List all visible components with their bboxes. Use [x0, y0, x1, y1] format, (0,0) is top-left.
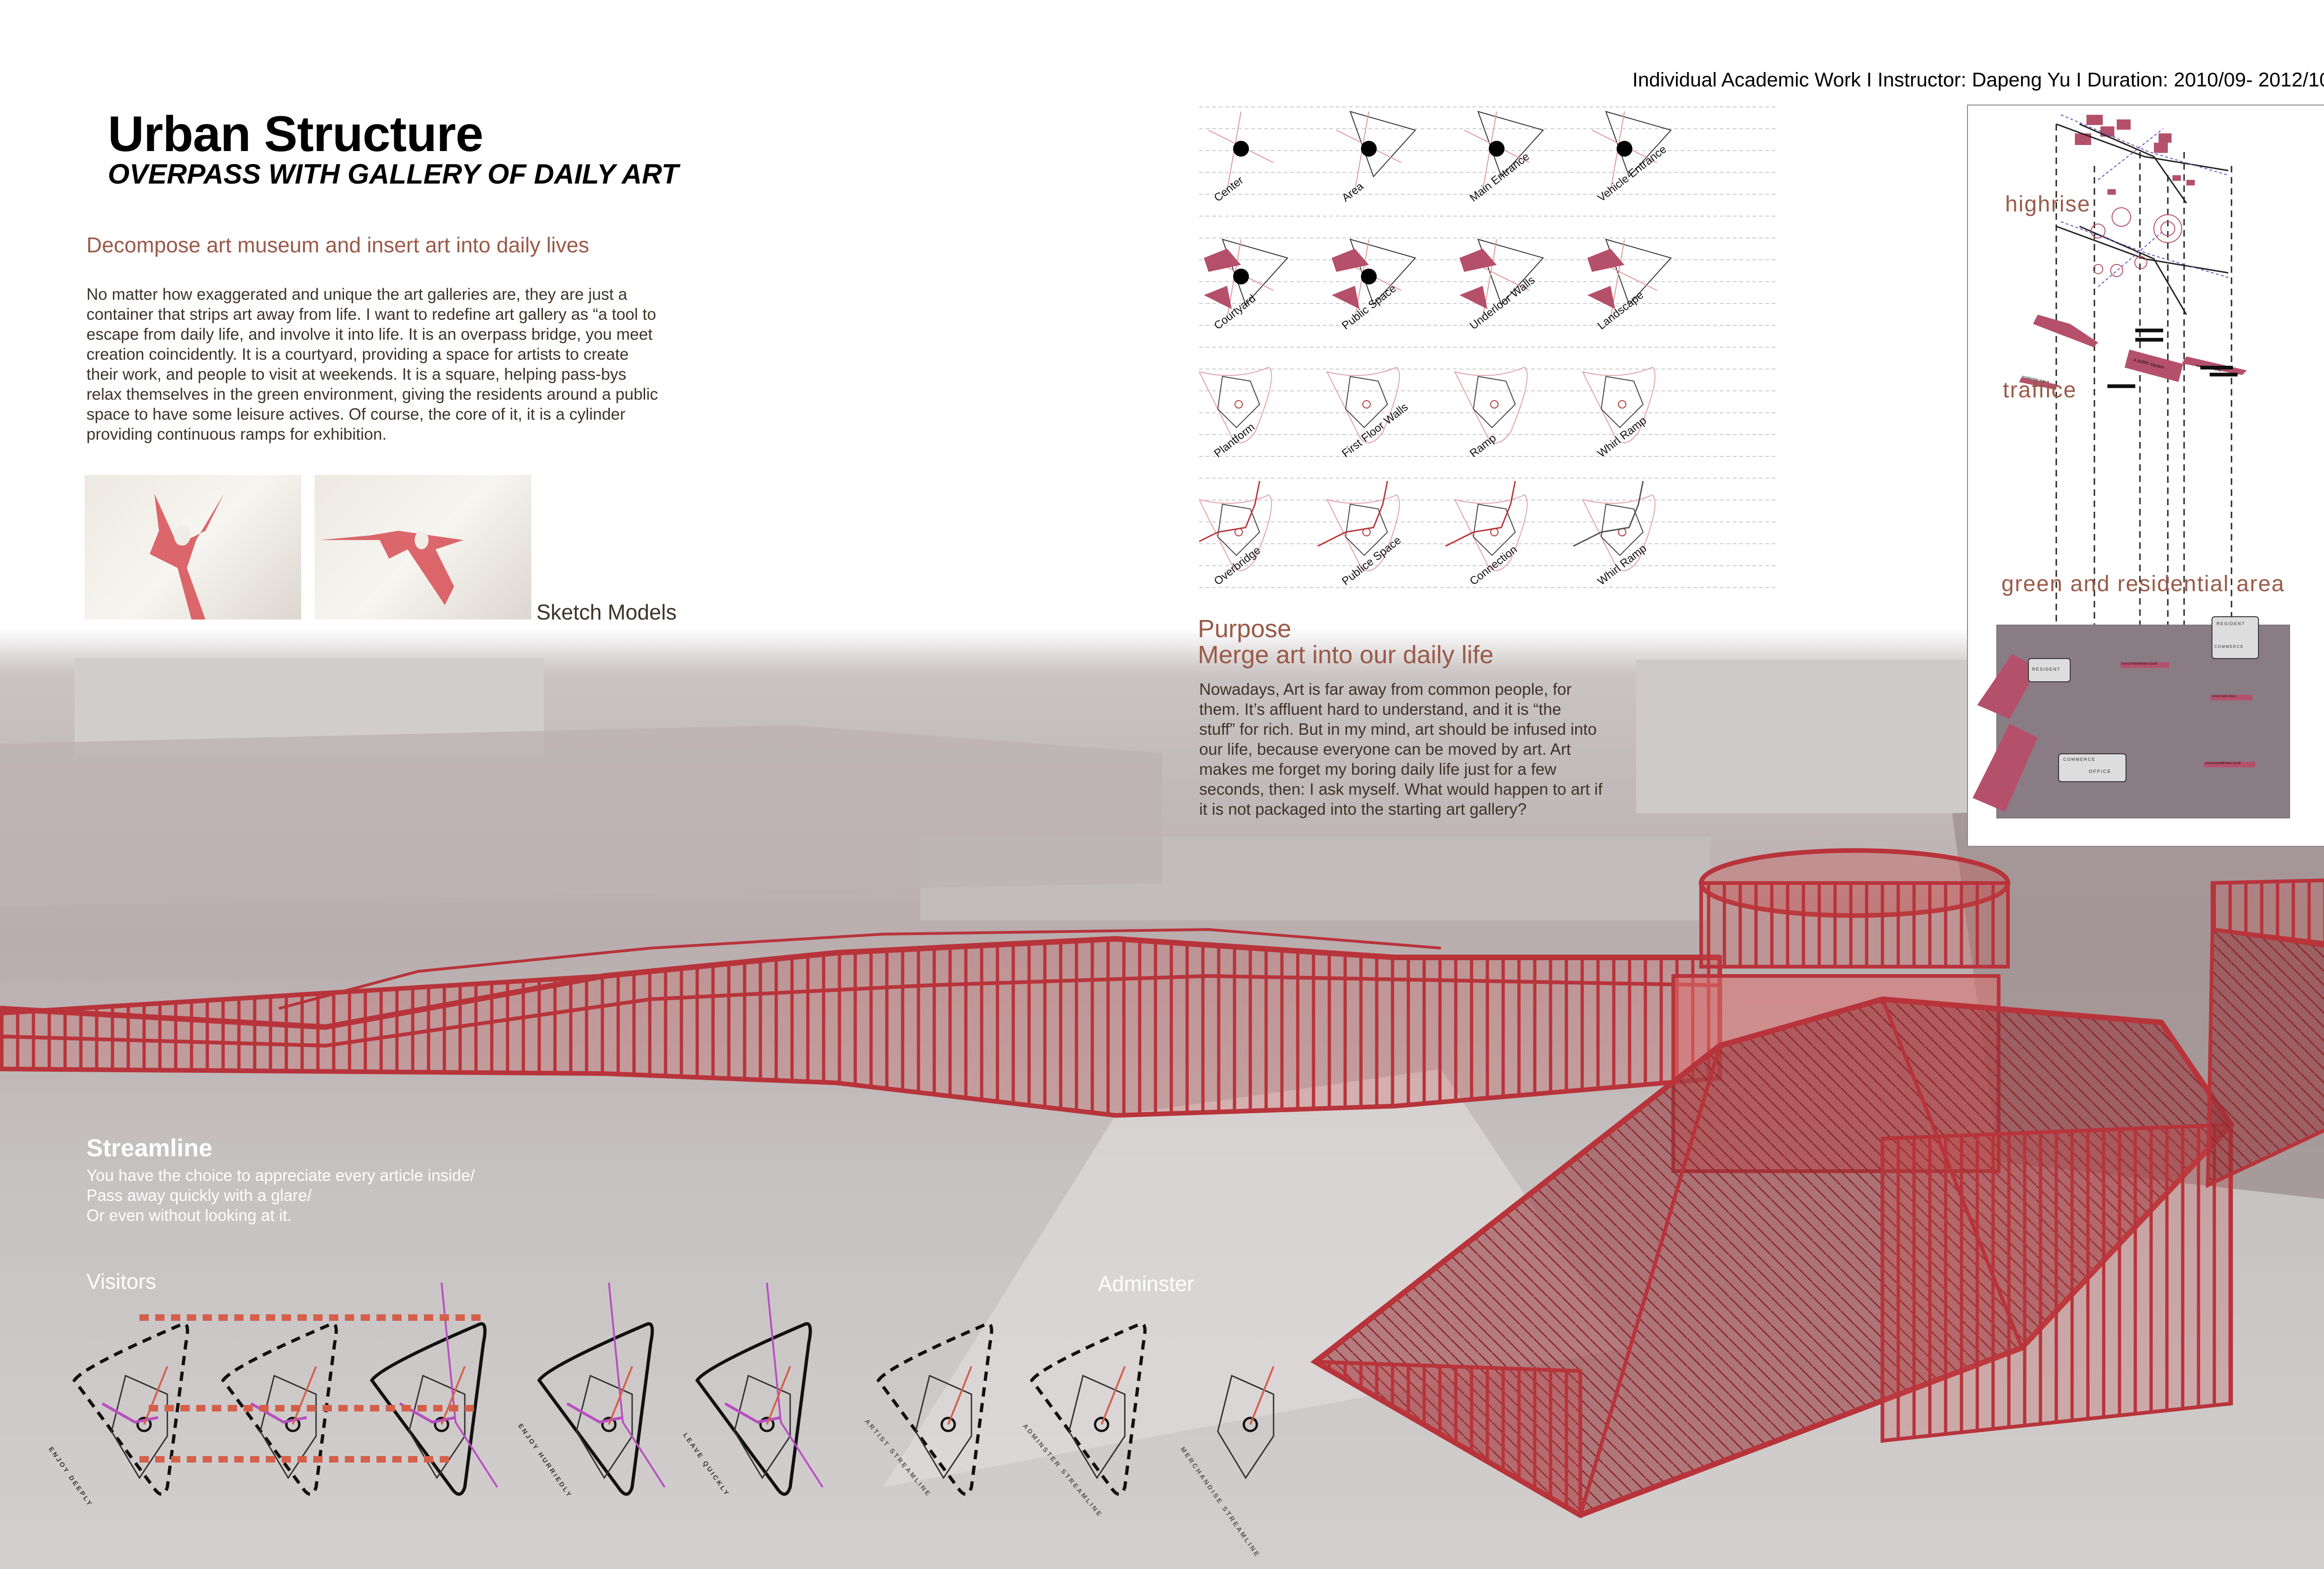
sketch-model-photo	[315, 475, 531, 620]
intro-line: creation coincidently. It is a courtyard…	[86, 345, 629, 363]
truss-bridge	[0, 928, 1722, 1118]
center-dot	[1233, 269, 1249, 284]
street-label: CHAOYANG BEILU	[2212, 695, 2237, 698]
purpose-subtitle: Merge art into our daily life	[1198, 641, 1494, 669]
concept-diagram: Courtyard	[1204, 238, 1288, 332]
sketch-models-caption: Sketch Models	[536, 600, 677, 624]
adminster-label: Adminster	[1098, 1272, 1195, 1296]
concept-diagram: Connection	[1445, 481, 1528, 588]
concept-diagram: Overbridge	[1199, 481, 1272, 588]
intro-heading: Decompose art museum and insert art into…	[86, 233, 589, 257]
callout-resident-commerce: COMMERCE	[2214, 645, 2244, 649]
streamline-heading: Streamline	[86, 1134, 213, 1162]
streamline-diagram	[695, 1283, 824, 1496]
purpose-line: Nowadays, Art is far away from common pe…	[1199, 680, 1572, 699]
intro-paragraph: No matter how exaggerated and unique the…	[86, 284, 691, 444]
concept-diagram: Area	[1336, 111, 1416, 204]
streamline-diagram	[370, 1283, 498, 1496]
concept-diagram-label: Whirl Ramp	[1595, 542, 1649, 587]
shaded-area	[1587, 249, 1624, 272]
header-meta: Individual Academic Work I Instructor: D…	[1632, 69, 2324, 91]
streamline-text: You have the choice to appreciate every …	[86, 1166, 475, 1226]
street-label: CHAOYANGMENWAI DAJIE	[2205, 762, 2241, 765]
streamline-diagram	[876, 1322, 993, 1496]
sketch-model-photo	[85, 475, 301, 620]
callout-commerce-office: COMMERCE	[2063, 757, 2096, 762]
streamline-diagram	[1217, 1366, 1274, 1479]
layer-label-green-residential: green and residential area	[2001, 572, 2285, 596]
concept-diagram-label: Area	[1340, 180, 1366, 204]
layer-label-highrise: highrise	[2005, 192, 2091, 217]
center-dot	[1361, 141, 1377, 157]
concept-diagram: Underloor Walls	[1459, 238, 1544, 332]
right-ramp	[2205, 878, 2324, 1188]
concept-diagram: Public Space	[1332, 238, 1416, 332]
streamline-line: Or even without looking at it.	[86, 1206, 292, 1225]
streamline-diagram	[537, 1283, 666, 1496]
streamline-diagram	[72, 1322, 189, 1496]
concept-diagram-label: Publice Space	[1340, 534, 1404, 588]
intro-line: space to have some leisure actives. Of c…	[86, 405, 626, 423]
callout-resident: RESIDENT	[2032, 667, 2061, 672]
callout-commerce-office: OFFICE	[2089, 769, 2112, 774]
purpose-line: makes me forget my boring daily life jus…	[1199, 760, 1557, 778]
intro-line: escape from daily life, and involve it i…	[86, 325, 653, 343]
purpose-line: them. It’s affluent hard to understand, …	[1199, 700, 1561, 719]
center-dot	[1489, 141, 1505, 157]
visitors-label: Visitors	[86, 1269, 156, 1293]
callout-resident-commerce: RESIDENT	[2217, 621, 2245, 626]
streamline-line: Pass away quickly with a glare/	[86, 1187, 312, 1205]
concept-diagram: Vehicle Entrance	[1591, 111, 1672, 204]
intro-line: relax themselves in the green environmen…	[86, 385, 658, 403]
center-dot	[1361, 269, 1377, 284]
intro-line: container that strips art away from life…	[86, 305, 656, 323]
intro-line: No matter how exaggerated and unique the…	[86, 285, 627, 303]
concept-diagram: Landscape	[1587, 238, 1672, 332]
concept-diagram: Ramp	[1454, 366, 1528, 460]
shaded-area	[1204, 249, 1241, 272]
page-subtitle: OVERPASS WITH GALLERY OF DAILY ART	[108, 158, 679, 190]
shaded-area	[1459, 249, 1497, 272]
concept-diagram-label: Whirl Ramp	[1595, 414, 1649, 460]
intro-line: their work, and people to visit at weeke…	[86, 365, 627, 383]
purpose-heading: Purpose Merge art into our daily life	[1198, 616, 1493, 668]
concept-diagram: First Floor Walls	[1326, 366, 1411, 460]
concept-diagram-label: Main Entrance	[1467, 150, 1532, 204]
streamline-diagram	[1030, 1322, 1147, 1496]
purpose-line: it is not packaged into the starting art…	[1199, 800, 1527, 818]
center-dot	[1233, 141, 1249, 157]
concept-diagram: Whirl Ramp	[1582, 366, 1656, 460]
purpose-title: Purpose	[1198, 615, 1292, 643]
purpose-line: stuff” for rich. But in my mind, art sho…	[1199, 720, 1597, 738]
site-analysis-panel: highrise traffice green and residential …	[1967, 105, 2324, 847]
concept-diagram: Plantform	[1199, 366, 1272, 460]
faceted-roof	[1310, 996, 2235, 1518]
street-label: CHAOYANGMENWAI DAJIE	[2121, 663, 2158, 666]
streamline-line: You have the choice to appreciate every …	[86, 1167, 475, 1185]
purpose-line: our life, because everyone can be moved …	[1199, 740, 1571, 758]
concept-diagram: Center	[1208, 111, 1274, 204]
concept-diagram: Main Entrance	[1464, 111, 1544, 204]
concept-diagram: Publice Space	[1317, 481, 1404, 588]
purpose-line: seconds, then: I ask myself. What would …	[1199, 780, 1603, 798]
purpose-paragraph: Nowadays, Art is far away from common pe…	[1199, 679, 1664, 819]
shaded-area	[1332, 249, 1369, 272]
layer-label-traffic: traffice	[2003, 378, 2077, 402]
layer-diagram	[1973, 114, 2290, 818]
concept-diagram-label: Ramp	[1467, 432, 1499, 460]
page-title: Urban Structure	[108, 105, 483, 162]
intro-line: providing continuous ramps for exhibitio…	[86, 425, 387, 443]
concept-diagram: Whirl Ramp	[1573, 481, 1656, 588]
concept-diagram-label: Plantform	[1212, 421, 1257, 460]
concept-diagram-label: First Floor Walls	[1340, 401, 1411, 460]
concept-diagram-label: Vehicle Entrance	[1595, 143, 1669, 204]
streamline-diagrams	[72, 1283, 1274, 1496]
center-dot	[1617, 141, 1632, 157]
